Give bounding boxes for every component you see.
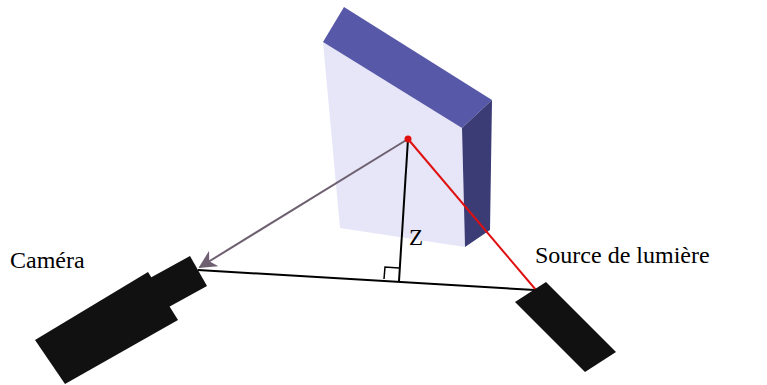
right-angle-mark	[384, 267, 399, 279]
label: Caméra	[10, 248, 85, 272]
label: Source de lumière	[535, 243, 710, 267]
light-source	[515, 282, 616, 372]
z-line	[399, 139, 408, 281]
block-top	[323, 7, 492, 128]
reflected-ray	[200, 139, 408, 267]
camera-lens	[150, 256, 207, 308]
laser-ray	[408, 139, 536, 290]
baseline	[198, 270, 535, 290]
block-side	[462, 100, 492, 247]
laser-dot	[405, 136, 412, 143]
label: Z	[409, 226, 423, 249]
